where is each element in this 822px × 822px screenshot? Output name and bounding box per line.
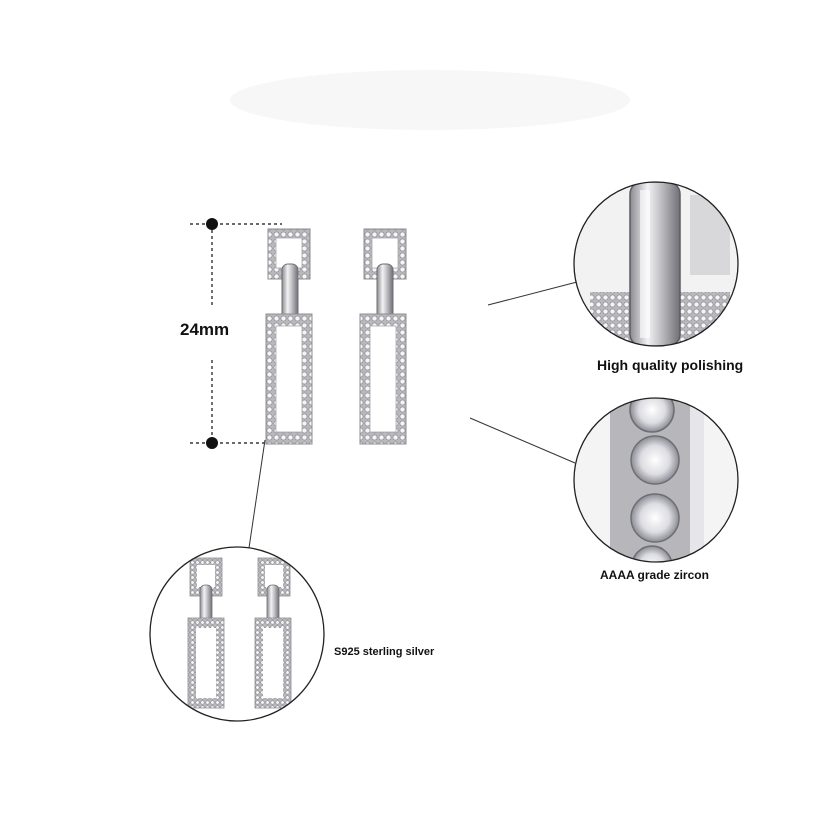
polishing-caption: High quality polishing [597, 357, 744, 373]
earring-right [359, 228, 407, 445]
dimension-top-dot [206, 218, 218, 230]
leader-lines [248, 281, 578, 549]
dimension-indicator [190, 223, 282, 444]
dimension-bottom-dot [206, 437, 218, 449]
detail-circle-polishing [573, 181, 739, 347]
dimension-label: 24mm [180, 320, 230, 339]
detail-circle-silver [149, 546, 325, 722]
zircon-caption: AAAA grade zircon [600, 568, 709, 582]
earring-left [265, 228, 313, 445]
silver-caption: S925 sterling silver [334, 646, 435, 658]
detail-circle-zircon [573, 397, 739, 563]
background-shadow [230, 70, 630, 130]
